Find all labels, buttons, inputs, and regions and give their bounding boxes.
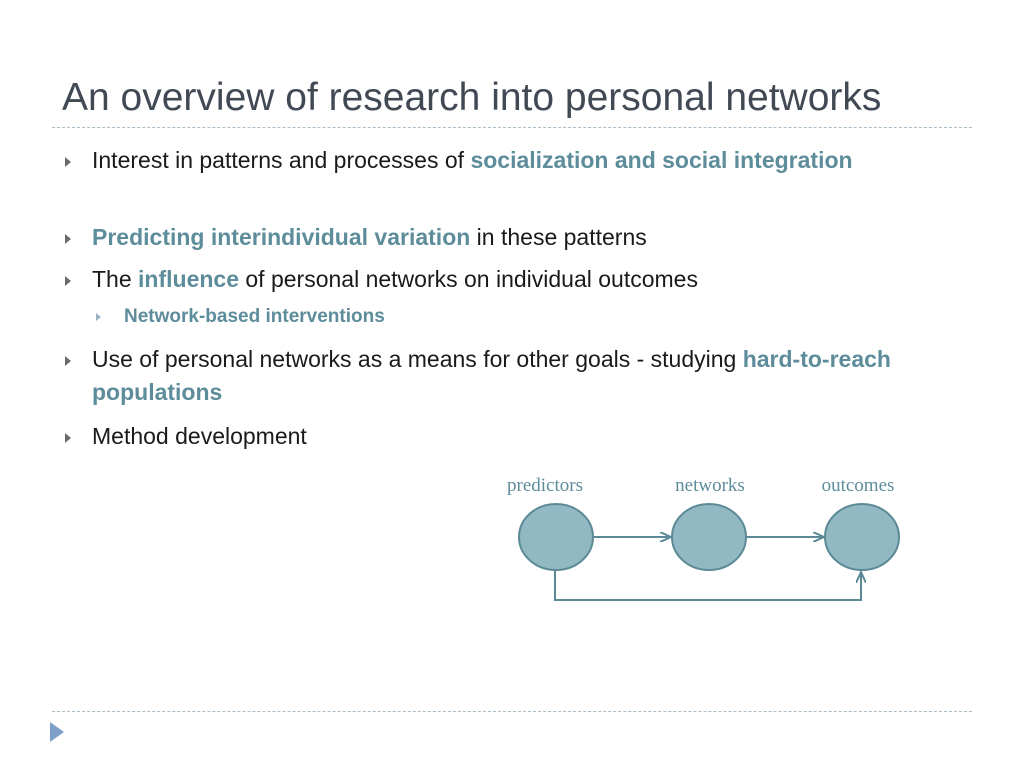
bullet-text: The influence of personal networks on in… [92,266,698,292]
bullet-text: Interest in patterns and processes of so… [92,147,853,173]
bullet-item: Interest in patterns and processes of so… [65,144,952,177]
bullet-item: Method development [65,420,952,453]
bullet-text: Predicting interindividual variation in … [92,224,647,250]
bullet-marker-icon [65,276,71,286]
predictors-node [518,503,594,571]
bullet-marker-icon [65,356,71,366]
plain-phrase: of personal networks on individual outco… [239,266,698,292]
next-slide-arrow-icon[interactable] [50,722,64,742]
plain-phrase: in these patterns [470,224,647,250]
networks-node [671,503,747,571]
bullet-marker-icon [65,433,71,443]
bullet-item: The influence of personal networks on in… [65,263,952,296]
bullet-text: Use of personal networks as a means for … [92,346,891,405]
plain-phrase: Interest in patterns and processes of [92,147,471,173]
predictors-label: predictors [507,475,583,496]
sub-bullet-item: Network-based interventions [96,303,385,331]
networks-label: networks [675,475,745,496]
predictors-to-outcomes-arrow [554,570,861,601]
slide-title: An overview of research into personal ne… [62,76,882,119]
bullet-item: Use of personal networks as a means for … [65,343,952,409]
sub-bullet-marker-icon [96,313,101,321]
highlighted-phrase: Predicting interindividual variation [92,224,471,250]
bullet-marker-icon [65,157,71,167]
sub-bullet-text: Network-based interventions [124,306,385,327]
plain-phrase: The [92,266,139,292]
highlighted-phrase: socialization and social integration [470,147,853,173]
highlighted-phrase: hard-to-reach populations [92,346,891,405]
plain-phrase: Use of personal networks as a means for … [92,346,743,372]
bullet-marker-icon [65,234,71,244]
bullet-text: Method development [92,423,307,449]
outcomes-label: outcomes [822,475,895,496]
title-divider [52,127,972,128]
bullet-item: Predicting interindividual variation in … [65,221,952,254]
outcomes-node [824,503,900,571]
highlighted-phrase: influence [138,266,239,292]
footer-divider [52,711,972,712]
plain-phrase: Method development [92,423,307,449]
